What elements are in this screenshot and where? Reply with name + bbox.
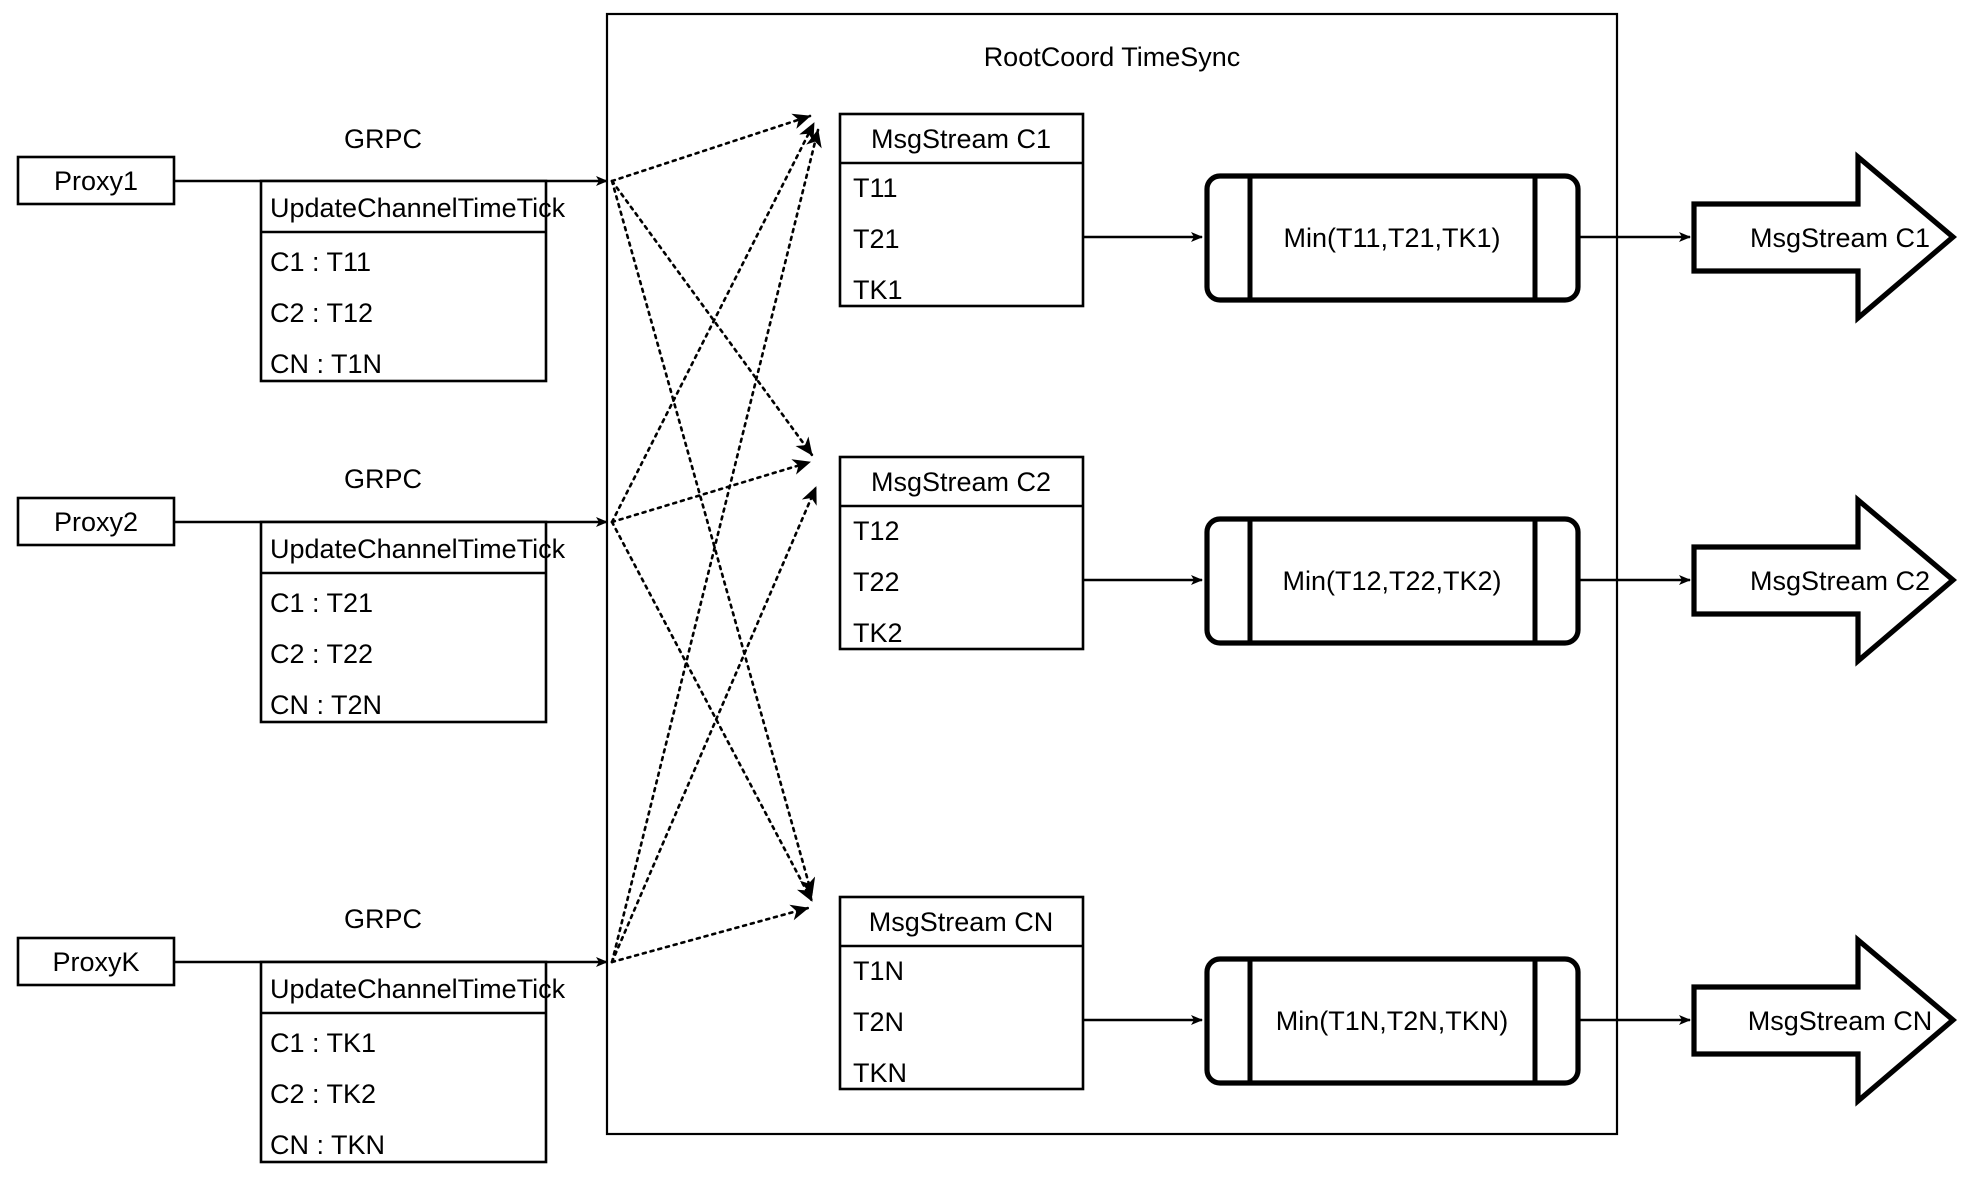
output-block-arrow-3 <box>1691 934 1958 1107</box>
grpc-label-2: GRPC <box>344 464 422 494</box>
request-row-3-1: C1 : TK1 <box>270 1028 376 1058</box>
grpc-label-1: GRPC <box>344 124 422 154</box>
grpc-label-3: GRPC <box>344 904 422 934</box>
msgstream-tick-1-2: T21 <box>853 224 900 254</box>
channel-group-3: MsgStream CN T1N T2N TKN Min(T1N,T2N,TKN… <box>838 895 1958 1107</box>
output-block-arrow-2 <box>1691 494 1958 667</box>
request-title-3: UpdateChannelTimeTick <box>270 974 566 1004</box>
request-row-2-2: C2 : T22 <box>270 639 373 669</box>
msgstream-tick-1-3: TK1 <box>853 275 903 305</box>
msgstream-tick-1-1: T11 <box>853 173 898 203</box>
dotted-link-3-to-cn <box>610 904 810 964</box>
min-label-3: Min(T1N,T2N,TKN) <box>1276 1006 1509 1036</box>
request-row-3-3: CN : TKN <box>270 1130 385 1160</box>
proxy-label-2: Proxy2 <box>54 507 138 537</box>
proxy-group-2: Proxy2 GRPC UpdateChannelTimeTick C1 : T… <box>16 464 608 724</box>
dotted-fanout-proxy-1 <box>610 113 816 897</box>
msgstream-box-2 <box>838 455 1085 651</box>
proxy-label-1: Proxy1 <box>54 166 138 196</box>
msgstream-box-1 <box>838 112 1085 308</box>
request-row-3-2: C2 : TK2 <box>270 1079 376 1109</box>
output-label-1: MsgStream C1 <box>1750 223 1930 253</box>
msgstream-tick-3-3: TKN <box>853 1058 907 1088</box>
request-box-3 <box>259 960 548 1164</box>
msgstream-tick-2-2: T22 <box>853 567 900 597</box>
request-row-1-3: CN : T1N <box>270 349 382 379</box>
dotted-fanout-proxy-3 <box>610 128 822 964</box>
dotted-link-1-to-c1 <box>610 113 812 183</box>
request-box-1 <box>259 179 548 383</box>
output-label-2: MsgStream C2 <box>1750 566 1930 596</box>
dotted-link-1-to-cn <box>610 179 816 897</box>
proxy-label-3: ProxyK <box>52 947 139 977</box>
msgstream-tick-2-3: TK2 <box>853 618 903 648</box>
msgstream-title-1: MsgStream C1 <box>871 124 1051 154</box>
rootcoord-timesync-container <box>605 12 1619 1136</box>
msgstream-tick-3-1: T1N <box>853 956 904 986</box>
output-label-3: MsgStream CN <box>1748 1006 1933 1036</box>
dotted-fanout-proxy-2 <box>610 121 816 903</box>
request-row-2-3: CN : T2N <box>270 690 382 720</box>
msgstream-tick-2-1: T12 <box>853 516 900 546</box>
container-title: RootCoord TimeSync <box>984 42 1241 72</box>
channel-group-2: MsgStream C2 T12 T22 TK2 Min(T12,T22,TK2… <box>838 455 1958 667</box>
request-row-1-2: C2 : T12 <box>270 298 373 328</box>
proxy-group-1: Proxy1 GRPC UpdateChannelTimeTick C1 : T… <box>16 124 608 383</box>
min-label-1: Min(T11,T21,TK1) <box>1283 223 1500 253</box>
msgstream-title-3: MsgStream CN <box>869 907 1054 937</box>
min-label-2: Min(T12,T22,TK2) <box>1282 566 1501 596</box>
dotted-link-1-to-c2 <box>610 179 814 457</box>
msgstream-title-2: MsgStream C2 <box>871 467 1051 497</box>
request-row-2-1: C1 : T21 <box>270 588 373 618</box>
channel-group-1: MsgStream C1 T11 T21 TK1 Min(T11,T21,TK1… <box>838 112 1958 324</box>
dotted-link-2-to-cn <box>610 520 814 903</box>
request-row-1-1: C1 : T11 <box>270 247 371 277</box>
msgstream-box-3 <box>838 895 1085 1091</box>
request-box-2 <box>259 520 548 724</box>
dotted-link-2-to-c2 <box>610 459 812 524</box>
proxy-group-3: ProxyK GRPC UpdateChannelTimeTick C1 : T… <box>16 904 608 1164</box>
request-title-2: UpdateChannelTimeTick <box>270 534 566 564</box>
proxy-box-1[interactable] <box>16 155 176 206</box>
dotted-link-3-to-c2 <box>610 485 818 964</box>
request-title-1: UpdateChannelTimeTick <box>270 193 566 223</box>
msgstream-tick-3-2: T2N <box>853 1007 904 1037</box>
dotted-link-2-to-c1 <box>610 121 816 524</box>
proxy-box-2[interactable] <box>16 496 176 547</box>
dotted-link-3-to-c1 <box>610 128 822 964</box>
output-block-arrow-1 <box>1691 151 1958 324</box>
